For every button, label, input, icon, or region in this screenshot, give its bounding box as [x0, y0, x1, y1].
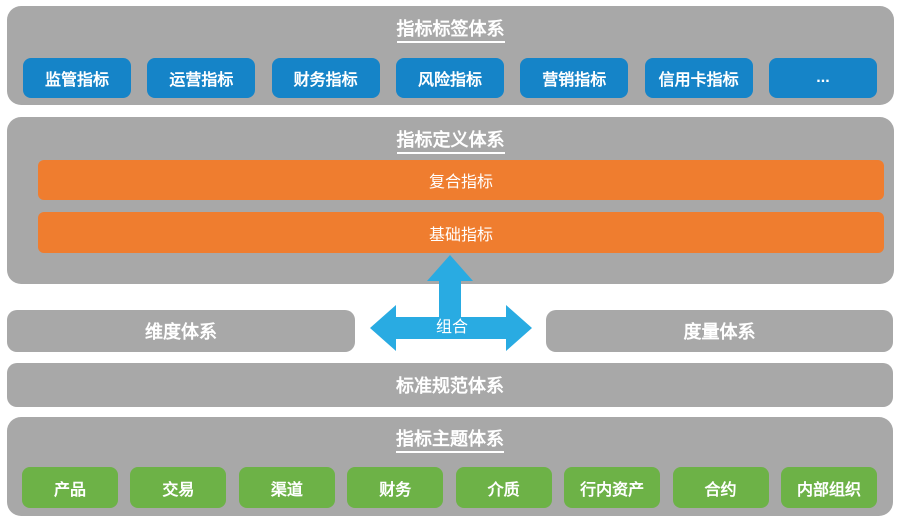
tag-button-finance: 财务指标: [271, 58, 380, 98]
theme-button-contract: 合约: [672, 467, 769, 508]
tag-button-credit-card: 信用卡指标: [644, 58, 753, 98]
theme-button-medium: 介质: [455, 467, 552, 508]
combination-arrow-icon: [370, 255, 532, 351]
theme-button-transaction: 交易: [130, 467, 227, 508]
theme-button-product: 产品: [22, 467, 118, 508]
label-system-title: 指标标签体系: [7, 18, 894, 43]
tag-button-row: 监管指标 运营指标 财务指标 风险指标 营销指标 信用卡指标 ...: [23, 58, 877, 98]
section-definition-system: 指标定义体系 复合指标 基础指标: [7, 117, 894, 284]
definition-system-title: 指标定义体系: [7, 129, 894, 154]
standard-system-bar: 标准规范体系: [7, 363, 893, 407]
section-label-system: 指标标签体系 监管指标 运营指标 财务指标 风险指标 营销指标 信用卡指标 ..…: [7, 6, 894, 105]
tag-button-regulatory: 监管指标: [23, 58, 131, 98]
label-system-title-text: 指标标签体系: [396, 18, 505, 43]
composite-indicator-bar: 复合指标: [38, 160, 884, 200]
tag-button-more: ...: [768, 58, 877, 98]
tag-button-marketing: 营销指标: [520, 58, 629, 98]
theme-button-row: 产品 交易 渠道 财务 介质 行内资产 合约 内部组织: [22, 467, 877, 508]
theme-button-channel: 渠道: [238, 467, 335, 508]
combination-arrow-label: 组合: [435, 319, 468, 336]
tag-button-risk: 风险指标: [395, 58, 504, 98]
theme-system-title-text: 指标主题体系: [396, 428, 504, 453]
theme-button-internal-org: 内部组织: [780, 467, 877, 508]
measure-system-box: 度量体系: [546, 310, 893, 352]
dimension-system-box: 维度体系: [7, 310, 355, 352]
basic-indicator-bar: 基础指标: [38, 212, 884, 253]
tag-button-operations: 运营指标: [147, 58, 256, 98]
theme-system-title: 指标主题体系: [7, 428, 893, 453]
section-theme-system: 指标主题体系 产品 交易 渠道 财务 介质 行内资产 合约 内部组织: [7, 417, 893, 516]
definition-system-title-text: 指标定义体系: [396, 129, 505, 154]
theme-button-finance: 财务: [347, 467, 444, 508]
theme-button-internal-assets: 行内资产: [564, 467, 661, 508]
